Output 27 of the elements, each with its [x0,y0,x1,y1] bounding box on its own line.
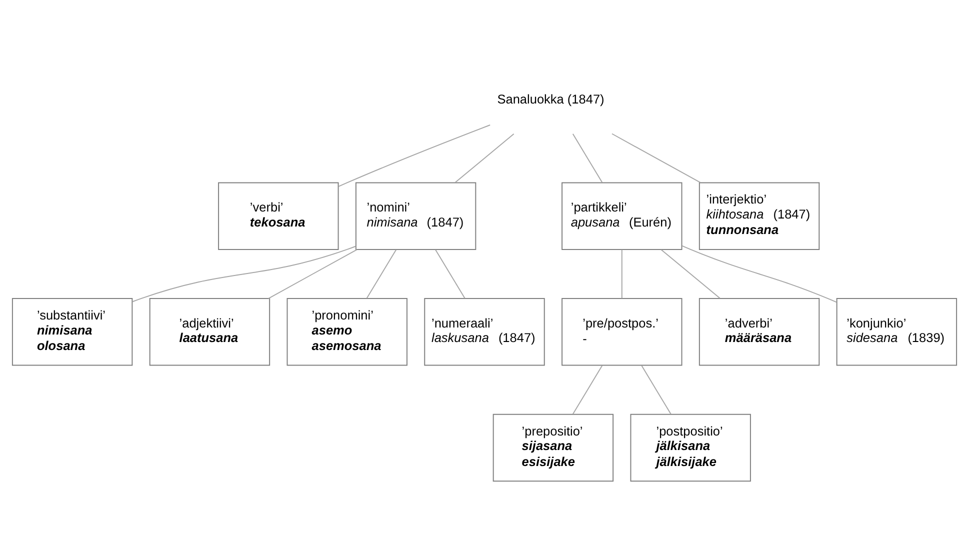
connector [660,248,720,298]
node-box: ’interjektio’ kiihtosana (1847) tunnonsana [698,182,820,250]
node-box: ’postpositio’ jälkisana jälkisijake [630,413,751,482]
node-box: ’prepositio’ sijasana esisijake [492,413,614,482]
node-box: ’pronomini’ asemo asemosana [286,298,408,366]
connector [366,248,397,298]
connector [338,124,491,186]
node-box: ’numeraali’ laskusana (1847) [424,298,545,366]
node-box: ’substantiivi’ nimisana olosana [12,298,133,366]
node-box: ’partikkeli’ apusana (Eurén) [562,182,682,250]
connector [132,245,356,302]
node-box: ’konjunkio’ sidesana (1839) [836,298,958,366]
connector [682,244,837,302]
connector [572,132,603,182]
node-box: ’verbi’ tekosana [218,182,339,250]
node-box: ’nomini’ nimisana (1847) [355,182,476,250]
connector [435,248,466,298]
connector [572,364,603,414]
connector [641,364,672,414]
connector [268,248,358,298]
node-box: ’pre/postpos.’ - [562,298,682,366]
node-box: ’adjektiivi’ laatusana [149,298,270,366]
connector [621,248,622,298]
connector [454,132,514,182]
connector [612,132,701,183]
node-box: ’adverbi’ määräsana [698,298,820,366]
node-text: Sanaluokka (1847) [497,91,604,106]
